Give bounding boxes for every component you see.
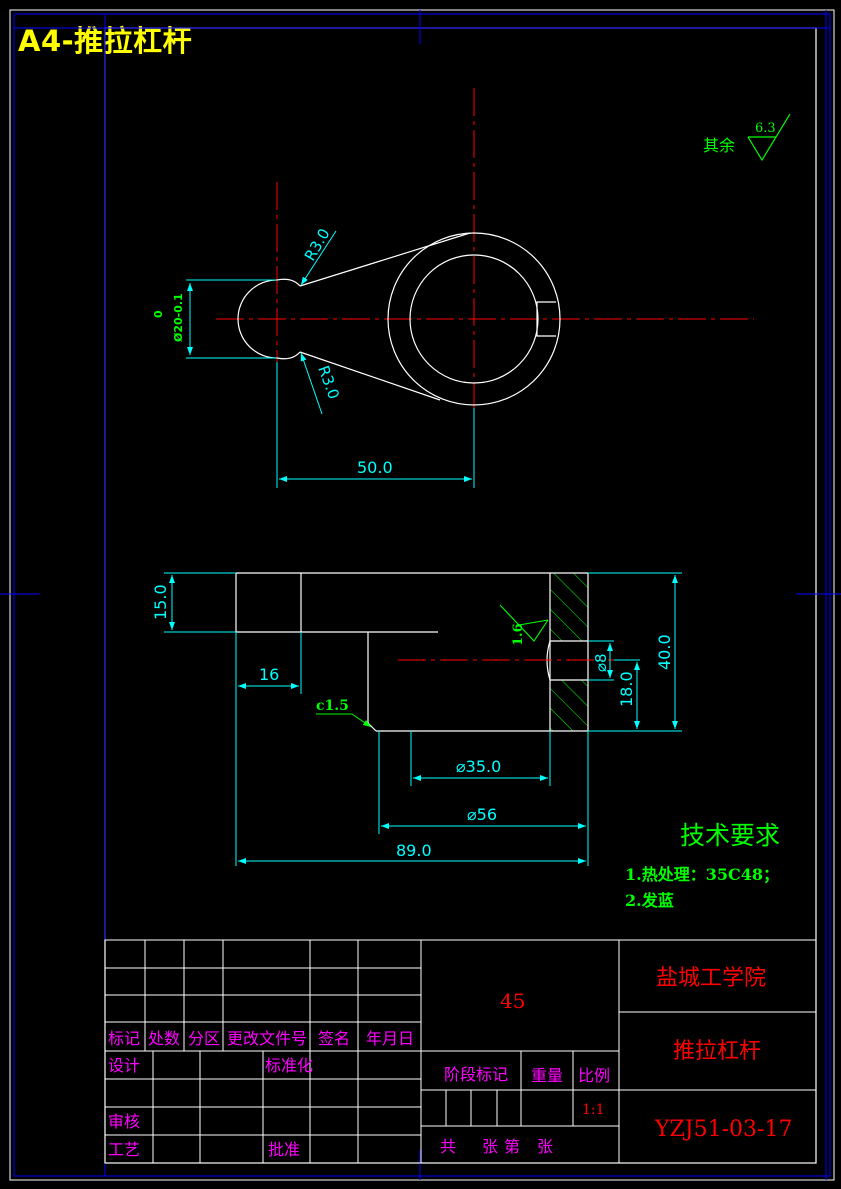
review-label: 审核 bbox=[108, 1112, 140, 1131]
sheet-no-suffix: 张 bbox=[537, 1137, 553, 1156]
scale-label: 比例 bbox=[578, 1066, 610, 1085]
width-16-dimension: 16 bbox=[259, 665, 279, 684]
section-view: 15.0 16 c1.5 1.6 ⌀8 18.0 40.0 ⌀35.0 bbox=[151, 572, 682, 866]
approve-label: 批准 bbox=[268, 1140, 300, 1159]
technical-requirements: 技术要求 1.热处理：35C48； 2.发蓝 bbox=[625, 821, 780, 910]
weight-label: 重量 bbox=[531, 1066, 563, 1085]
roughness-symbol: 6.3 其余 bbox=[703, 113, 791, 162]
diameter-tolerance-main: Ø20-0.1 bbox=[172, 293, 185, 342]
roughness-label: 其余 bbox=[703, 136, 735, 155]
tech-req-item-1: 1.热处理：35C48； bbox=[625, 865, 779, 884]
roughness-value: 6.3 bbox=[755, 121, 776, 136]
material-value: 45 bbox=[500, 989, 525, 1013]
height-15-dimension: 15.0 bbox=[151, 584, 170, 620]
school-name: 盐城工学院 bbox=[656, 966, 766, 991]
rev-header-date: 年月日 bbox=[366, 1029, 414, 1048]
length-dimension: 50.0 bbox=[357, 458, 393, 477]
tech-req-item-2: 2.发蓝 bbox=[625, 891, 674, 910]
rev-header-count: 处数 bbox=[148, 1029, 180, 1048]
diameter-tolerance-upper: 0 bbox=[152, 310, 165, 318]
part-name: 推拉杠杆 bbox=[673, 1039, 761, 1064]
chamfer-label: c1.5 bbox=[316, 698, 349, 714]
sheets-total-suffix: 张 bbox=[482, 1137, 498, 1156]
rev-header-mark: 标记 bbox=[108, 1029, 140, 1048]
drawing-number: YZJ51-03-17 bbox=[654, 1117, 792, 1142]
top-view: R3.0 R3.0 0 Ø20-0.1 50.0 bbox=[152, 88, 754, 488]
length-89-dimension: 89.0 bbox=[396, 841, 432, 860]
sheet-no-prefix: 第 bbox=[504, 1137, 520, 1156]
diameter-35-dimension: ⌀35.0 bbox=[456, 757, 501, 776]
design-label: 设计 bbox=[108, 1056, 140, 1075]
tech-req-heading: 技术要求 bbox=[680, 821, 780, 850]
local-roughness-value: 1.6 bbox=[511, 623, 526, 646]
title-block-text: 45 盐城工学院 推拉杠杆 YZJ51-03-17 标记 处数 分区 更改文件号… bbox=[108, 966, 792, 1159]
scale-value: 1:1 bbox=[582, 1102, 605, 1118]
rev-header-sign: 签名 bbox=[318, 1029, 350, 1048]
title-block bbox=[104, 939, 817, 1164]
stage-mark-label: 阶段标记 bbox=[444, 1065, 508, 1084]
radius-lower-label: R3.0 bbox=[314, 363, 343, 401]
height-18-dimension: 18.0 bbox=[617, 671, 636, 707]
process-label: 工艺 bbox=[108, 1140, 140, 1159]
rev-header-zone: 分区 bbox=[188, 1029, 220, 1048]
sheets-total-prefix: 共 bbox=[440, 1137, 456, 1156]
hole-diameter-dimension: ⌀8 bbox=[592, 653, 610, 672]
radius-upper-label: R3.0 bbox=[301, 225, 334, 264]
height-40-dimension: 40.0 bbox=[655, 634, 674, 670]
diameter-56-dimension: ⌀56 bbox=[467, 805, 497, 824]
rev-header-doc: 更改文件号 bbox=[227, 1029, 307, 1048]
standardize-label: 标准化 bbox=[265, 1056, 313, 1075]
